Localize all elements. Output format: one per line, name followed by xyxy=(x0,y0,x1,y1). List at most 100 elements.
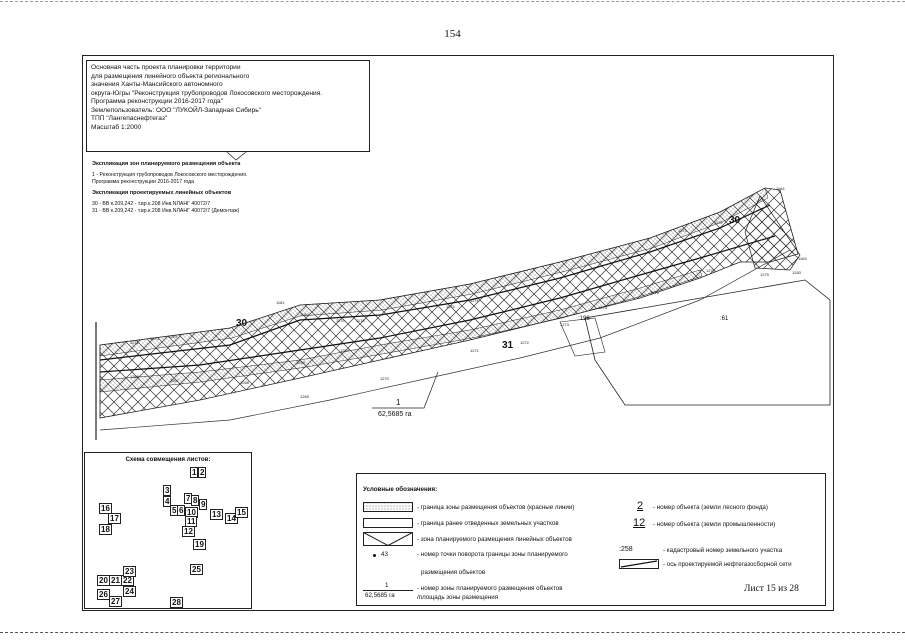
cadastral-sample: :258 xyxy=(619,546,633,553)
scheme-cell[interactable]: 20 xyxy=(97,575,110,586)
scheme-cell[interactable]: 2 xyxy=(198,467,207,478)
parcel-198-label: :198 xyxy=(578,316,590,322)
scheme-cell[interactable]: 3 xyxy=(163,485,172,496)
scheme-cell[interactable]: 18 xyxy=(99,524,112,535)
point-label: 1169 xyxy=(168,334,177,339)
area-leader-line xyxy=(372,371,439,409)
point-label: 1180 xyxy=(300,312,309,317)
scheme-cell[interactable]: 25 xyxy=(190,564,203,575)
legend-cadastral: - кадастровый номер земельного участка xyxy=(663,547,783,554)
point-label: 1277 xyxy=(706,268,715,273)
red-line-band-top xyxy=(99,187,769,357)
point-label: 1269 xyxy=(300,394,309,399)
red-lines-swatch xyxy=(363,502,413,512)
area-zone-number: 1 xyxy=(396,398,401,407)
linear-zone-swatch xyxy=(363,532,413,546)
explication: Экспликация зон планируемого размещения … xyxy=(92,161,372,215)
sheet-scheme: Схема совмещения листов: 1 2 3 4 5 6 7 8… xyxy=(84,452,252,609)
turn-point-dot-icon xyxy=(373,554,376,557)
turn-point-sample: 43 xyxy=(381,551,388,558)
parcel-61-label: :61 xyxy=(720,316,729,322)
scheme-cell[interactable]: 24 xyxy=(123,586,136,597)
scheme-cell[interactable]: 8 xyxy=(191,495,200,506)
scheme-cell[interactable]: 21 xyxy=(109,575,122,586)
scheme-cell[interactable]: 16 xyxy=(99,503,112,514)
legend-zone-number-1: - номер зоны планируемого размещения объ… xyxy=(417,585,563,592)
point-label: 1173 xyxy=(678,228,687,233)
title-line: ТПП "Лангепаснефтегаз" xyxy=(91,115,168,122)
point-label: 1174 xyxy=(470,298,479,303)
pipeline-axis-31 xyxy=(99,235,776,373)
point-label: 1170 xyxy=(150,336,159,341)
title-line: Землепользователь: ООО "ЛУКОЙЛ-Западная … xyxy=(91,106,262,114)
legend-turn-point-1: - номер точки поворота границы зоны план… xyxy=(417,551,568,558)
prior-parcels-swatch xyxy=(363,518,413,528)
legend-forest: - номер объекта (земли лесного фонда) xyxy=(653,504,768,511)
point-label: 1267 xyxy=(170,378,179,383)
point-label: 1175 xyxy=(446,304,455,309)
point-label: 1171 xyxy=(130,340,139,345)
point-label: 1273 xyxy=(560,322,569,327)
legend-industry: - номер объекта (земли промышленности) xyxy=(653,521,776,528)
title-line: Основная часть проекта планировки террит… xyxy=(91,64,241,71)
parcel-61-outline xyxy=(584,279,831,406)
point-label: 1270 xyxy=(380,376,389,381)
title-line: Программа реконструкции 2016-2017 года" xyxy=(91,98,224,105)
scheme-cell[interactable]: 13 xyxy=(210,509,223,520)
forest-sample: 2 xyxy=(637,500,644,512)
bottom-dashed-rule xyxy=(0,632,905,634)
title-line: значения Ханты-Мансийского автономного xyxy=(91,81,223,88)
scheme-cell[interactable]: 14 xyxy=(225,513,238,524)
point-label: 1272 xyxy=(520,340,529,345)
scheme-cell[interactable]: 19 xyxy=(193,539,206,550)
legend-turn-point-2: размещения объектов xyxy=(421,569,486,576)
title-line: Масштаб 1:2000 xyxy=(91,123,142,131)
scheme-cell[interactable]: 26 xyxy=(97,589,110,600)
area-value: 62,5685 га xyxy=(378,411,412,418)
title-line: для размещения линейного объекта региона… xyxy=(91,72,250,80)
pipeline-swatch xyxy=(619,559,659,569)
point-label: 1178 xyxy=(356,318,365,323)
scheme-cell[interactable]: 9 xyxy=(199,499,208,510)
point-label: 1172 xyxy=(714,220,723,225)
legend-prior-parcels: - граница ранее отведенных земельных уча… xyxy=(417,520,559,527)
point-label: 1283 xyxy=(792,270,801,275)
scheme-cell[interactable]: 28 xyxy=(170,597,183,608)
title-pointer xyxy=(226,151,247,161)
legend: Условные обозначения: - граница зоны раз… xyxy=(356,473,826,606)
legend-red-lines: - граница зоны размещения объектов (крас… xyxy=(417,504,575,511)
scheme-title: Схема совмещения листов: xyxy=(125,456,211,463)
point-label: 1279 xyxy=(760,272,769,277)
point-label: 1265 xyxy=(296,360,305,365)
point-label: 1181 xyxy=(276,300,285,305)
scheme-cell[interactable]: 15 xyxy=(235,507,248,518)
scheme-cell[interactable]: 27 xyxy=(109,596,122,607)
scheme-cell[interactable]: 6 xyxy=(177,505,186,516)
point-label: 1264 xyxy=(340,348,349,353)
title-line: округа-Югры "Реконструкция трубопроводов… xyxy=(91,89,323,97)
industry-sample: 12 xyxy=(633,517,646,529)
zones-heading: Экспликация зон планируемого размещения … xyxy=(92,161,241,167)
point-label: 1271 xyxy=(470,348,479,353)
point-label: 1274 xyxy=(598,305,607,310)
scheme-cell[interactable]: 12 xyxy=(182,526,195,537)
scheme-cell[interactable]: 23 xyxy=(123,566,136,577)
page-number: 154 xyxy=(444,28,461,40)
legend-title: Условные обозначения: xyxy=(363,486,438,493)
right-spur-zone xyxy=(744,195,801,271)
title-block: Основная часть проекта планировки террит… xyxy=(86,60,370,152)
point-label: 1179 xyxy=(336,318,345,323)
red-line-band-bottom xyxy=(99,269,703,393)
zone-number-sample-bottom: 62,5685 га xyxy=(365,592,395,599)
point-label: 1268 xyxy=(240,380,249,385)
pipeline-axis-30 xyxy=(99,204,771,361)
pipeline-axis-aux xyxy=(99,249,791,431)
zones-item: Программа реконструкции 2016-2017 года xyxy=(92,179,195,185)
map-sheet-frame xyxy=(82,55,834,611)
scheme-cell[interactable]: 1 xyxy=(190,467,199,478)
objects-heading: Экспликация проектируемых линейных объек… xyxy=(92,190,232,196)
scheme-cell[interactable]: 4 xyxy=(163,496,172,507)
legend-pipeline: - ось проектируемой нефтегазосборной сет… xyxy=(663,561,792,568)
zone-number-sample-top: 1 xyxy=(385,582,389,589)
scheme-cell[interactable]: 17 xyxy=(108,513,121,524)
